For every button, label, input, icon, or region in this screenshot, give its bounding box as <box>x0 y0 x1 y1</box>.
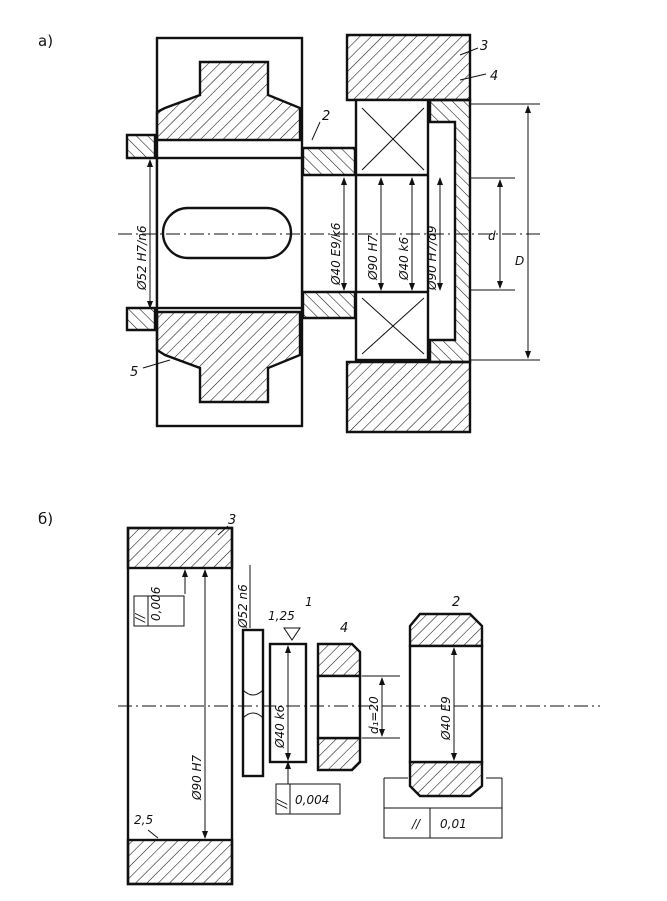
dim-d40e9k6: Ø40 E9/k6 <box>329 222 343 286</box>
tolerance-frame-2: // 0,004 <box>275 761 341 815</box>
callout-b-2: 2 <box>452 595 460 610</box>
callout-b-3: 3 <box>228 513 236 528</box>
cover-4 <box>316 642 362 772</box>
section-b: б) // 0,006 Ø90 H7 Ø52 n6 Ø40 k6 <box>38 510 600 886</box>
dim-d52: Ø52 H7/n6 <box>135 225 149 291</box>
svg-text:0,004: 0,004 <box>295 793 329 807</box>
dim-d-big: D <box>515 254 524 268</box>
callout-1: 1 <box>305 595 313 609</box>
svg-text:0,006: 0,006 <box>149 586 163 621</box>
tolerance-frame-3: // 0,01 <box>383 777 503 839</box>
dim-b-d90h7: Ø90 H7 <box>190 754 204 801</box>
dim-b-d40e9: Ø40 E9 <box>439 696 453 741</box>
callout-3: 3 <box>480 39 488 54</box>
svg-text://: // <box>133 612 147 623</box>
callout-4: 4 <box>490 69 498 84</box>
bushing-52 <box>241 628 265 778</box>
dim-b-d40k6: Ø40 k6 <box>273 705 287 749</box>
roughness-icon <box>283 627 301 641</box>
dim-d90h7d9: Ø90 H7/d9 <box>425 226 439 291</box>
rough-125: 1,25 <box>268 609 295 623</box>
housing-3 <box>345 33 472 434</box>
tolerance-frame-1: // 0,006 <box>133 586 185 627</box>
rough-25: 2,5 <box>134 813 153 827</box>
bushing-2 <box>301 146 357 320</box>
callout-2: 2 <box>322 109 330 124</box>
svg-text://: // <box>275 798 289 809</box>
svg-text://: // <box>411 817 422 831</box>
dim-b-d1: d₁=20 <box>367 696 381 734</box>
gear-wheel <box>125 36 304 428</box>
callout-b-4: 4 <box>340 621 348 636</box>
section-a-label: а) <box>38 32 53 50</box>
callout-5: 5 <box>130 365 138 380</box>
dim-d-small: d <box>488 229 496 243</box>
section-b-label: б) <box>38 510 53 528</box>
dim-d40k6: Ø40 k6 <box>397 237 411 281</box>
bushing-2-detail <box>408 612 484 798</box>
svg-text:0,01: 0,01 <box>440 817 467 831</box>
keyway <box>161 206 293 260</box>
section-a: а) <box>38 32 540 434</box>
dim-b-d52n6: Ø52 n6 <box>236 584 250 629</box>
dim-d90h7: Ø90 H7 <box>366 234 380 281</box>
